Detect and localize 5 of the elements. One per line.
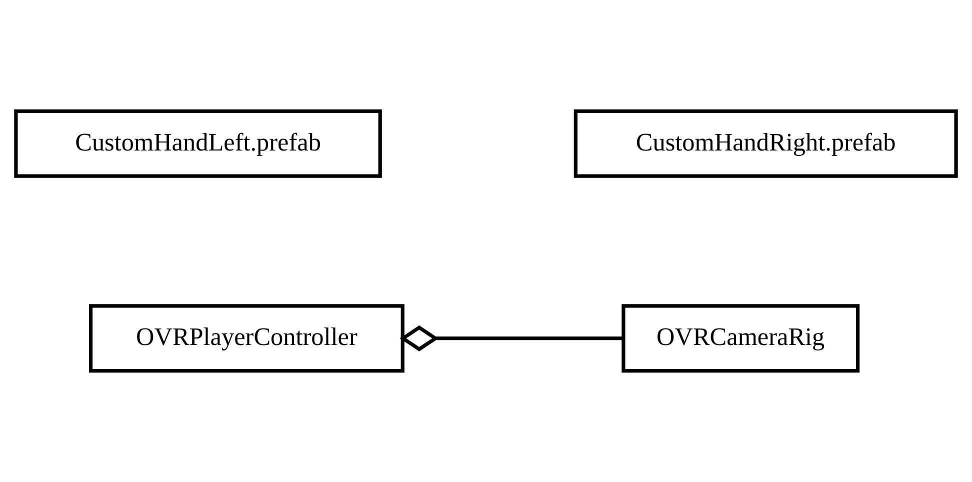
node-box: CustomHandLeft.prefab [14,109,382,178]
node-box: CustomHandRight.prefab [574,109,958,178]
node-box: OVRPlayerController [88,304,404,373]
connector [400,325,624,352]
node-box: OVRCameraRig [622,304,860,373]
